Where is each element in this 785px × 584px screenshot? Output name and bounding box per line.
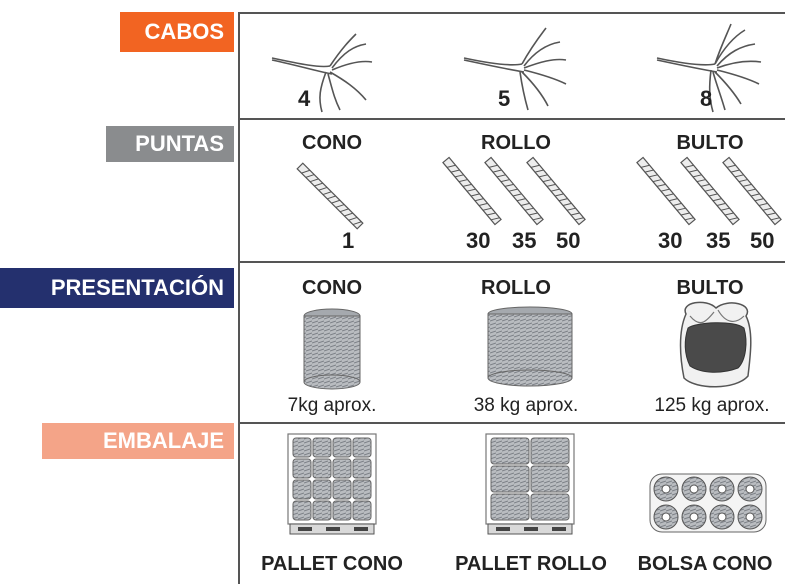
embalaje-foot-pallet-rollo: PALLET ROLLO (455, 553, 607, 575)
bag-bundle-icon (679, 301, 752, 388)
puntas-number: 30 (658, 228, 683, 253)
puntas-number: 50 (750, 228, 775, 253)
puntas-number: 35 (512, 228, 537, 253)
embalaje-foot-bolsa-cono: BOLSA CONO (637, 553, 773, 575)
puntas-head-cono: CONO (302, 132, 362, 154)
bolsa-cono-icon (649, 473, 767, 533)
rope-fibers-icon (656, 23, 762, 113)
puntas-head-bulto: BULTO (676, 132, 744, 154)
presentacion-caption-bulto: 125 kg aprox. (654, 395, 770, 416)
cabos-count-4: 4 (298, 86, 311, 111)
cone-spool-icon (303, 308, 361, 390)
vertical-divider (238, 12, 240, 584)
rope-fibers-icon (271, 33, 373, 113)
presentacion-caption-cono: 7kg aprox. (287, 395, 377, 416)
embalaje-foot-pallet-cono: PALLET CONO (261, 553, 403, 575)
embalaje-label: EMBALAJE (42, 423, 234, 459)
puntas-head-rollo: ROLLO (481, 132, 551, 154)
cabos-count-5: 5 (498, 86, 511, 111)
row-divider (240, 422, 785, 424)
cabos-label: CABOS (120, 12, 234, 52)
presentacion-head-rollo: ROLLO (481, 277, 551, 299)
puntas-label: PUNTAS (106, 126, 234, 162)
roll-spool-icon (487, 306, 573, 387)
rope-fibers-icon (463, 27, 567, 111)
row-divider (240, 261, 785, 263)
presentacion-caption-rollo: 38 kg aprox. (473, 395, 579, 416)
puntas-number: 1 (342, 228, 355, 253)
presentacion-head-cono: CONO (302, 277, 362, 299)
row-divider (240, 12, 785, 14)
pallet-cono-icon (287, 433, 377, 535)
presentacion-label: PRESENTACIÓN (0, 268, 234, 308)
puntas-number: 30 (466, 228, 491, 253)
row-divider (240, 118, 785, 120)
puntas-number: 50 (556, 228, 581, 253)
puntas-number: 35 (706, 228, 731, 253)
cabos-count-8: 8 (700, 86, 713, 111)
presentacion-head-bulto: BULTO (676, 277, 744, 299)
pallet-rollo-icon (485, 433, 575, 535)
